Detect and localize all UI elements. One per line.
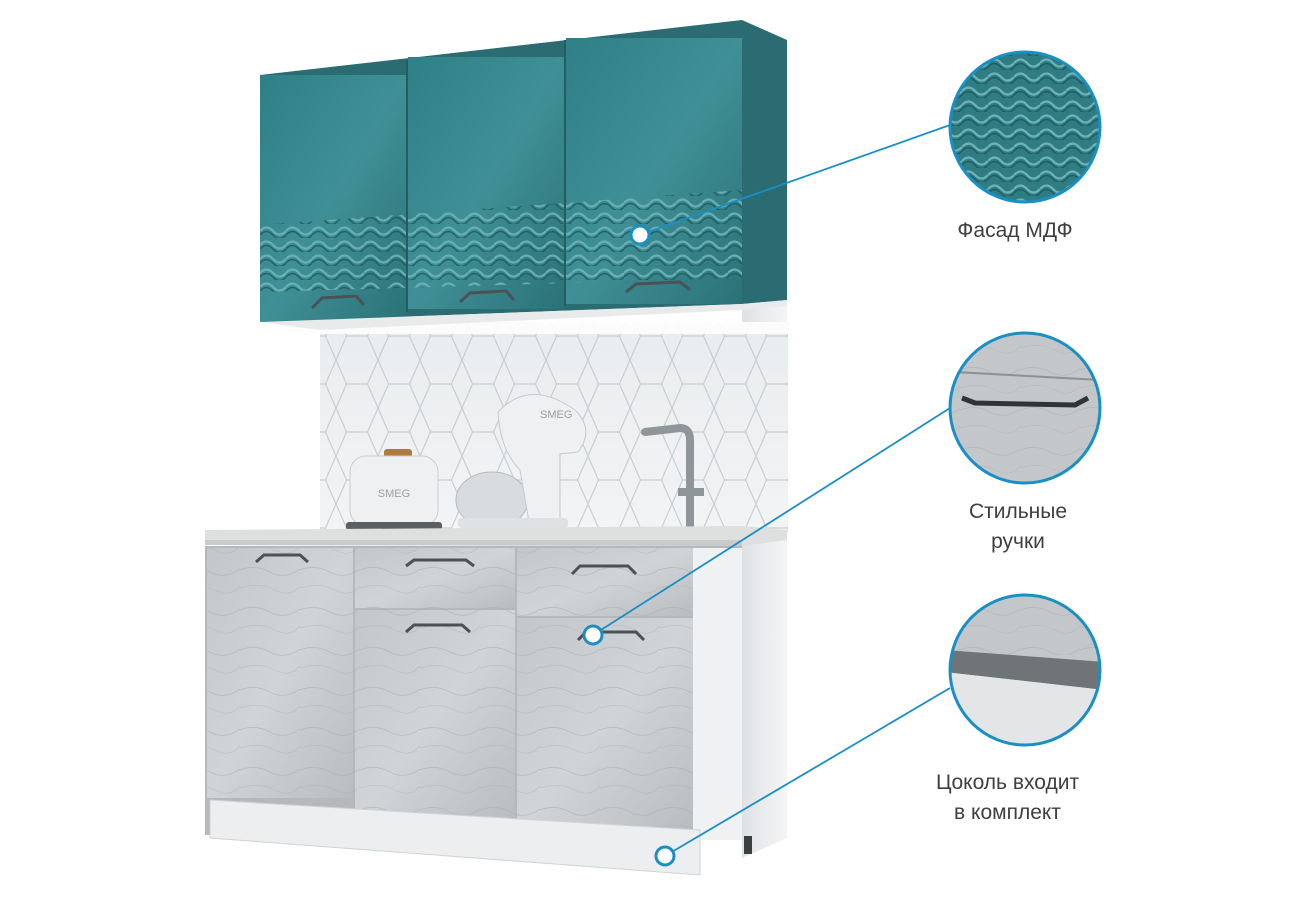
zoom-facade [948, 50, 1102, 204]
upper-handle-2 [458, 289, 516, 304]
faucet [641, 423, 704, 532]
plinth [209, 799, 701, 876]
plinth-caption-line-2: в комплект [954, 801, 1061, 824]
handles-caption-line-1: Стильные [968, 500, 1068, 523]
lower-handle-3 [570, 564, 638, 576]
handles-caption-line-2: ручки [991, 530, 1045, 553]
plinth-caption-line-1: Цоколь входит [935, 771, 1080, 794]
toaster-logo: SMEG [378, 488, 410, 500]
upper-handle-3 [625, 280, 691, 294]
facade-caption: Фасад МДФ [930, 216, 1100, 246]
lower-handle-1 [255, 553, 309, 564]
upper-handle-1 [310, 294, 366, 310]
toaster: SMEG [346, 449, 442, 530]
handles-caption: Стильные ручки [948, 497, 1088, 557]
facade-caption-line: Фасад МДФ [957, 219, 1073, 242]
lower-cabinet [205, 546, 742, 840]
callout-lines [592, 124, 951, 857]
lower-handle-2 [405, 558, 475, 568]
plinth-caption: Цоколь входит в комплект [915, 768, 1100, 828]
stand-mixer: SMEG [455, 394, 587, 529]
facade-marker [629, 224, 651, 246]
zoom-plinth [948, 593, 1102, 747]
lower-handle-4 [405, 623, 471, 634]
callout-markers [582, 224, 676, 867]
plinth-marker [654, 845, 676, 867]
cabinet-leg [744, 836, 752, 854]
lower-handle-5 [576, 630, 646, 642]
handles-marker [582, 624, 604, 646]
zoom-handles [948, 331, 1102, 485]
mixer-logo: SMEG [540, 409, 572, 421]
upper-cabinet [260, 20, 787, 330]
